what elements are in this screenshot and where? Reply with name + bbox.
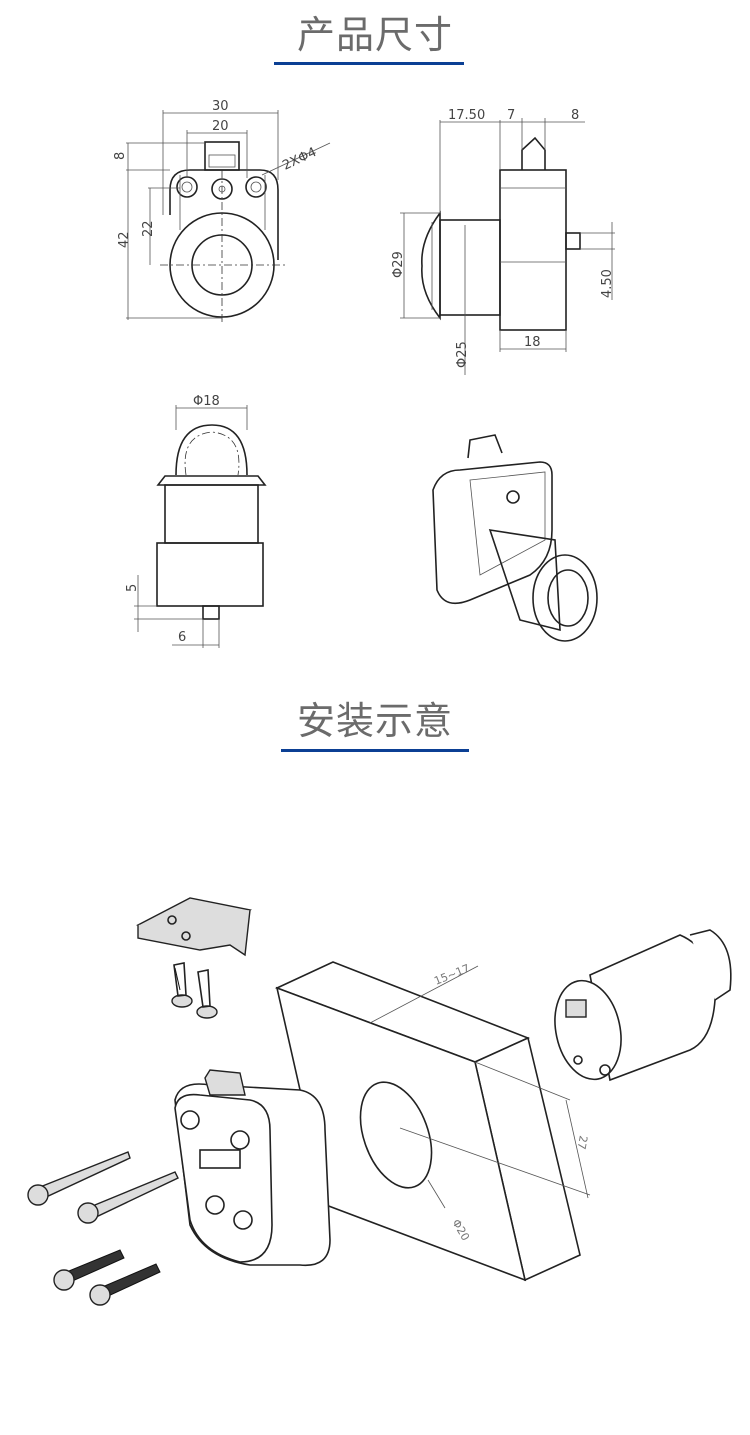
installation-diagram: 15~17 27 Φ20 bbox=[27, 897, 732, 1306]
dim-center-height: 22 bbox=[141, 220, 156, 237]
dim-gap: 7 bbox=[507, 108, 515, 123]
section-title-installation: 安装示意 bbox=[296, 699, 453, 743]
bolt-icon bbox=[89, 1263, 161, 1306]
title-underline bbox=[274, 62, 464, 65]
dim-holes: 2XΦ4 bbox=[280, 145, 319, 174]
long-screw-icon bbox=[27, 1151, 131, 1206]
dim-housing-depth: 18 bbox=[524, 335, 541, 350]
small-screw-icon bbox=[196, 969, 218, 1019]
front-view-drawing: 30 20 8 42 22 2XΦ4 bbox=[113, 99, 331, 325]
dim-hole-spacing: 20 bbox=[212, 119, 229, 134]
dim-pin-width: 6 bbox=[178, 630, 186, 645]
dim-panel-thickness: 15~17 bbox=[432, 962, 471, 988]
dim-pin-offset: 4.50 bbox=[600, 269, 615, 298]
dim-tab-height: 8 bbox=[113, 152, 128, 160]
dim-body-diameter: Φ25 bbox=[455, 341, 470, 368]
dim-height-total: 42 bbox=[117, 231, 132, 248]
title-underline bbox=[281, 749, 469, 752]
small-screw-icon bbox=[171, 962, 193, 1008]
section-title-dimensions: 产品尺寸 bbox=[296, 13, 453, 57]
side-view-drawing: 17.50 7 8 Φ29 Φ25 18 4.50 bbox=[391, 108, 615, 375]
top-view-drawing: Φ18 5 6 bbox=[125, 394, 267, 648]
dim-head-diameter: Φ29 bbox=[391, 251, 406, 278]
dim-hole-offset: 27 bbox=[575, 1134, 590, 1150]
dim-pin-height: 5 bbox=[125, 584, 140, 592]
dim-width-total: 30 bbox=[212, 99, 229, 114]
dim-top-head-diameter: Φ18 bbox=[193, 394, 220, 409]
dim-latch-width: 8 bbox=[571, 108, 579, 123]
isometric-view-drawing bbox=[432, 434, 598, 642]
dim-head-depth: 17.50 bbox=[448, 108, 485, 123]
bolt-icon bbox=[53, 1249, 125, 1291]
long-screw-icon bbox=[77, 1171, 179, 1224]
